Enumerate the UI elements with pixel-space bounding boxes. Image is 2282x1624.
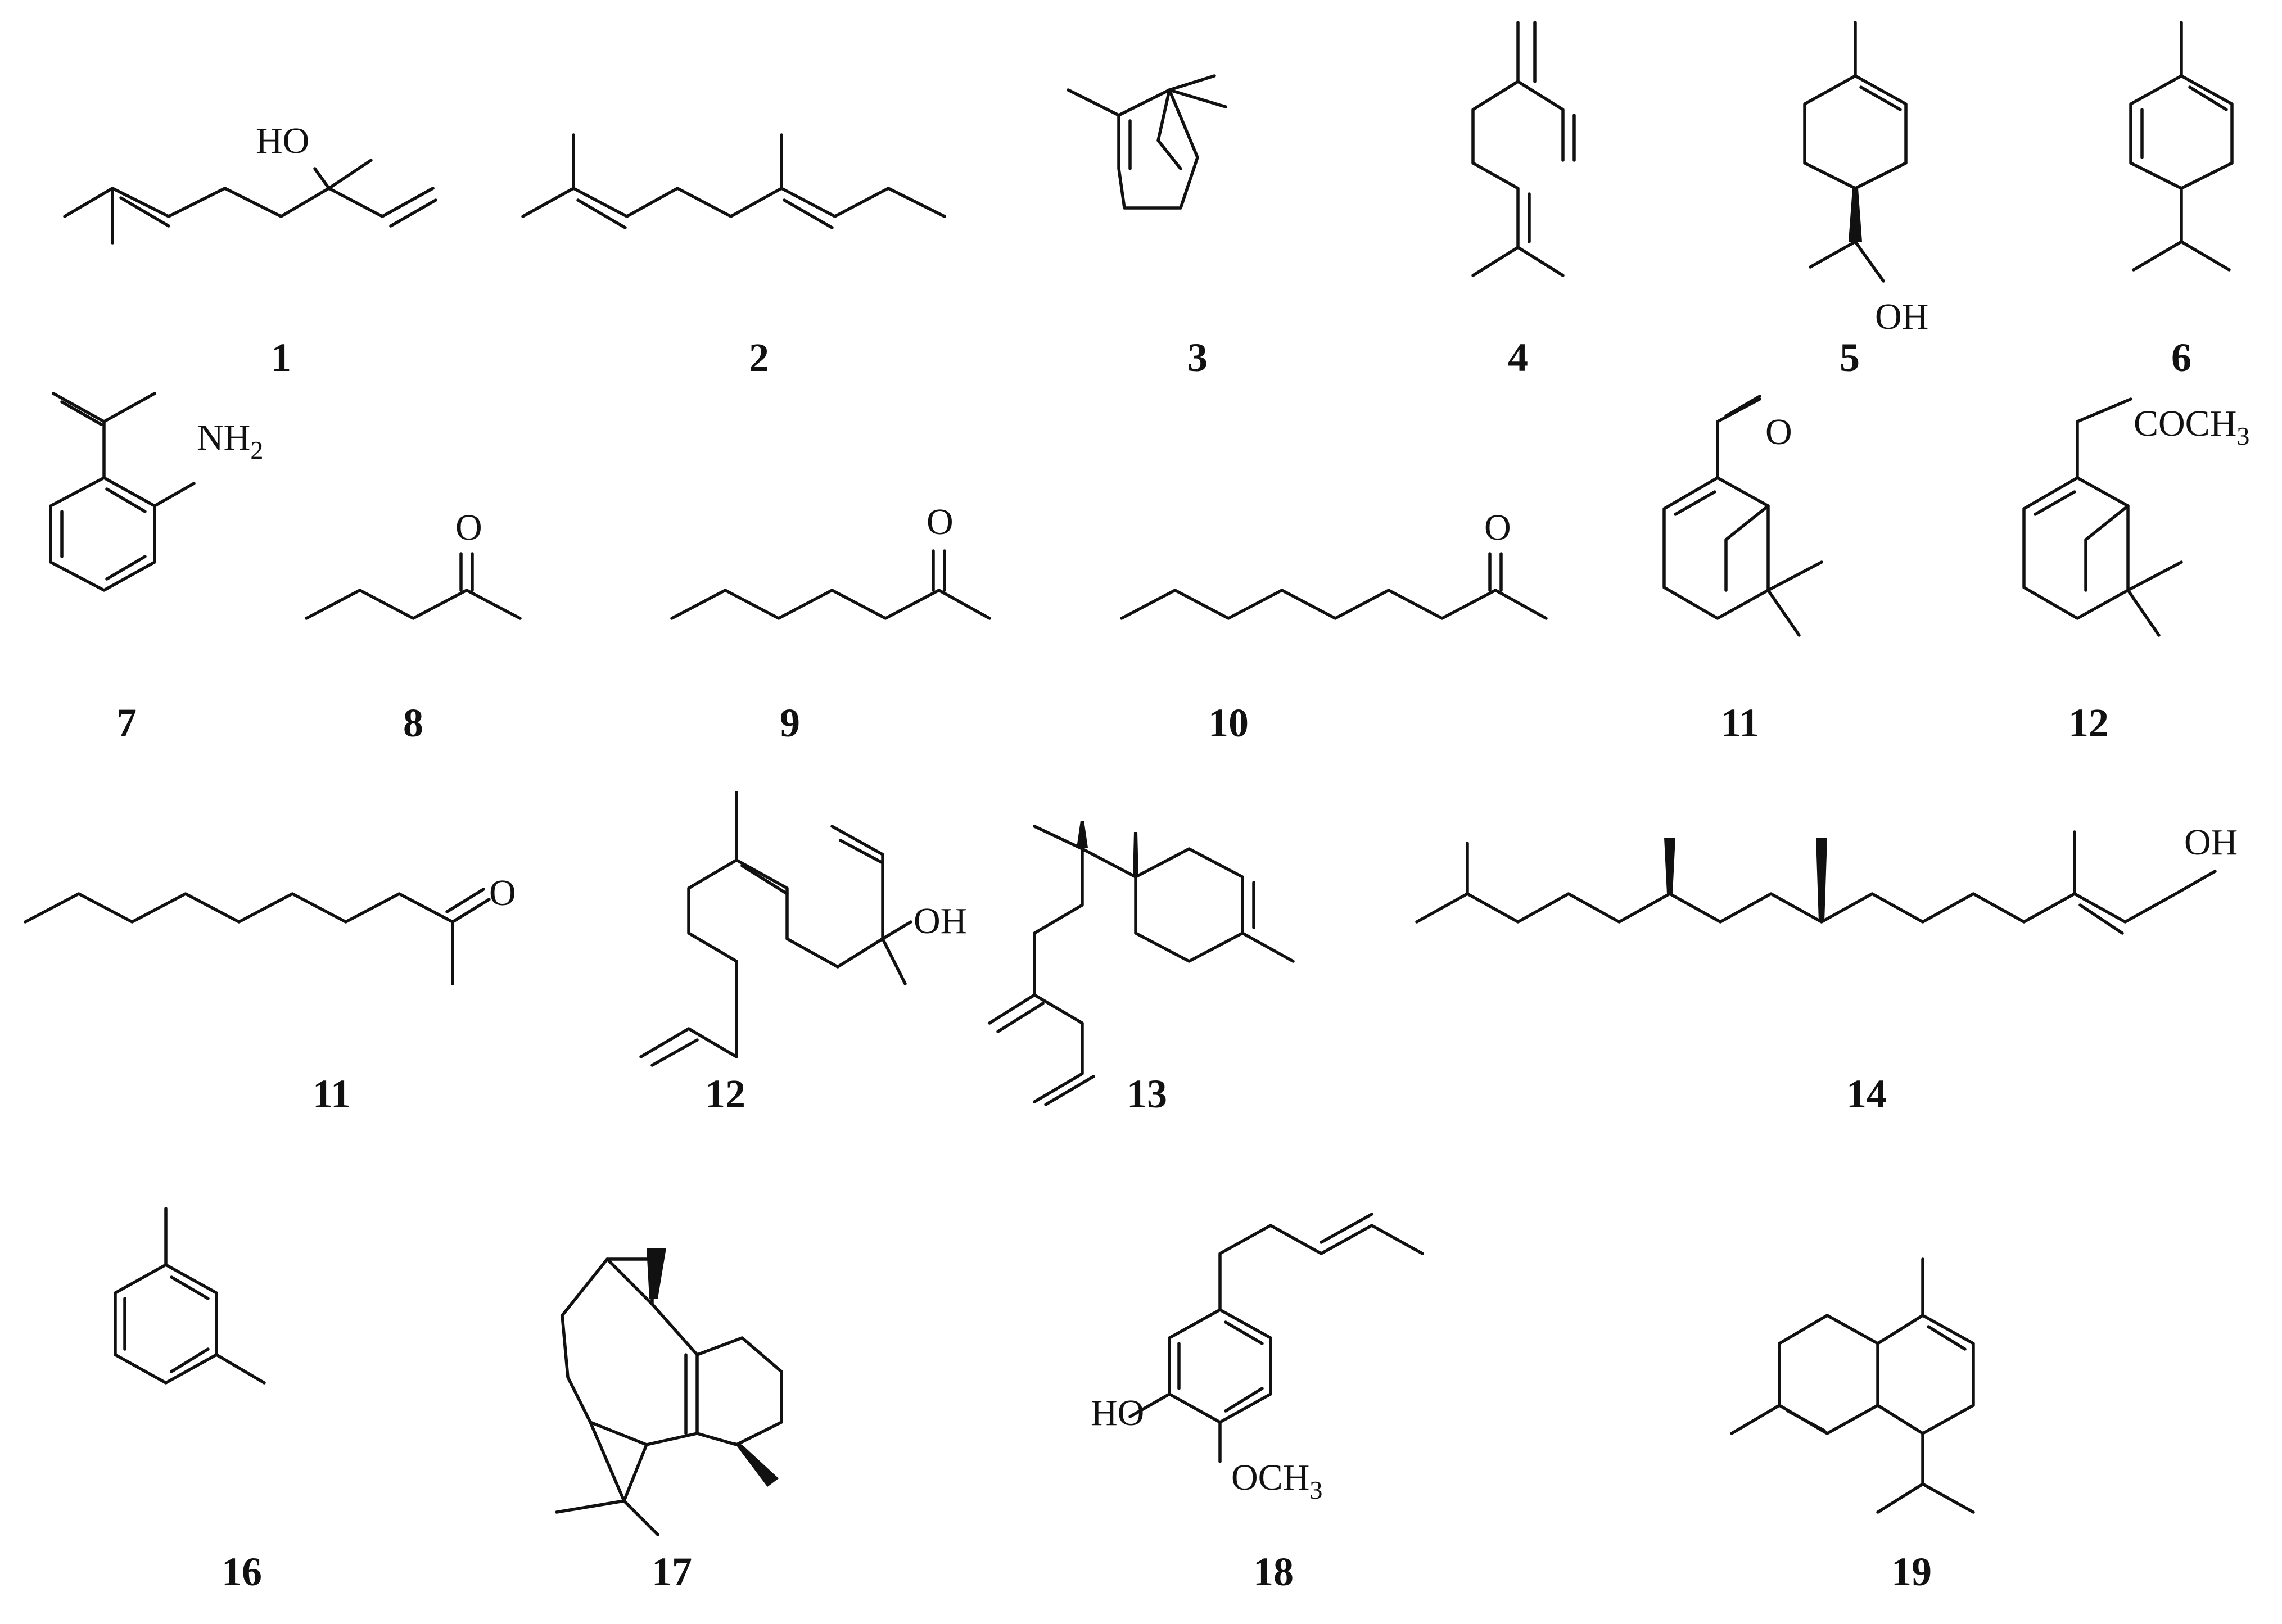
label-ho: HO: [1091, 1392, 1144, 1433]
structure-2: 2: [521, 133, 946, 380]
structure-1: HO 1: [63, 120, 437, 380]
compound-number: 5: [1840, 335, 1860, 380]
structure-11b: O 11: [24, 872, 516, 1116]
compound-number: 13: [1127, 1071, 1167, 1116]
label-o: O: [927, 501, 954, 542]
structure-8: O 8: [305, 507, 522, 745]
structure-4: 4: [1471, 21, 1576, 380]
compound-number: 18: [1253, 1549, 1294, 1594]
structure-16: 16: [114, 1207, 266, 1594]
compound-number: 17: [652, 1549, 692, 1594]
compound-number: 9: [780, 700, 800, 745]
compound-number: 12: [2068, 700, 2109, 745]
structure-12b: OH 12: [639, 791, 967, 1116]
label-och3: OCH3: [1231, 1457, 1322, 1504]
structure-3: 3: [1067, 74, 1227, 380]
structure-6: 6: [2129, 21, 2234, 380]
compound-number: 3: [1187, 335, 1208, 380]
label-oh: OH: [1875, 296, 1928, 337]
structure-10: O 10: [1120, 507, 1548, 745]
label-coch3: COCH3: [2134, 403, 2249, 450]
label-nh2: NH2: [197, 417, 263, 464]
label-o: O: [455, 507, 482, 548]
compound-number: 11: [1721, 700, 1759, 745]
structure-5: OH 5: [1803, 21, 1928, 380]
structure-7: NH2 7: [49, 392, 263, 745]
label-oh: OH: [2184, 822, 2238, 863]
compound-number: 6: [2171, 335, 2191, 380]
compound-number: 4: [1508, 335, 1528, 380]
compound-number: 2: [749, 335, 769, 380]
label-oh: OH: [914, 901, 967, 942]
label-ho: HO: [256, 120, 309, 161]
compound-number: 7: [116, 700, 137, 745]
structure-12a: COCH3 12: [2022, 397, 2249, 745]
structure-11a: O 11: [1662, 395, 1823, 745]
label-o: O: [1484, 507, 1511, 548]
structure-14: OH 14: [1415, 822, 2238, 1116]
label-o: O: [1765, 411, 1792, 453]
compound-number: 14: [1846, 1071, 1887, 1116]
compound-number: 11: [313, 1071, 351, 1116]
compound-number: 16: [222, 1549, 262, 1594]
label-o: O: [489, 872, 516, 913]
compound-number: 8: [403, 700, 423, 745]
compound-number: 12: [705, 1071, 745, 1116]
structure-19: 19: [1730, 1257, 1975, 1594]
structure-18: HO OCH3 18: [1091, 1213, 1424, 1594]
compound-number: 10: [1208, 700, 1249, 745]
compound-number: 1: [271, 335, 291, 380]
structure-17: 17: [555, 1248, 783, 1594]
compound-number: 19: [1891, 1549, 1932, 1594]
structure-9: O 9: [670, 501, 991, 745]
structure-13: 13: [988, 821, 1295, 1116]
